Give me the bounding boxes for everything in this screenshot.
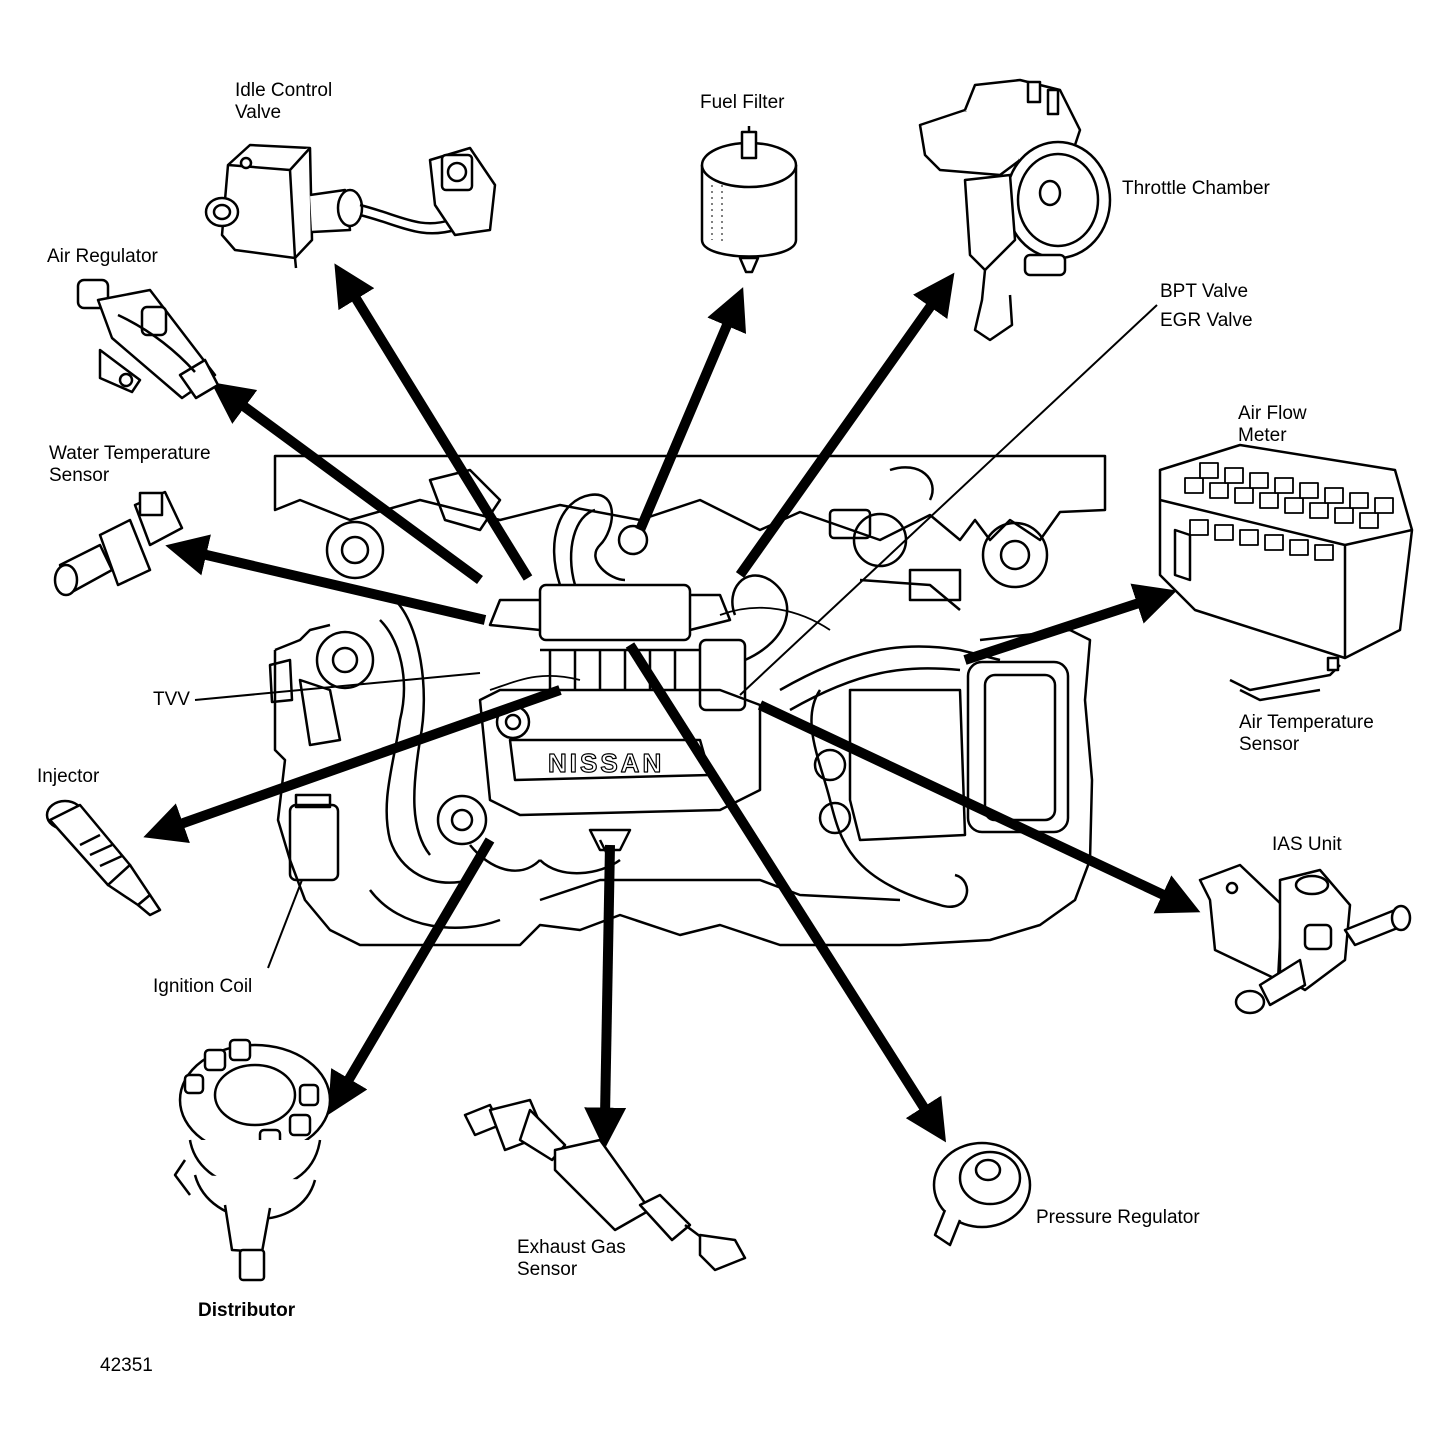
label-bpt-valve: BPT Valve: [1160, 281, 1249, 302]
arrow-to-distributor: [327, 837, 495, 1115]
label-ias-unit: IAS Unit: [1272, 834, 1342, 855]
leader-lines: [194, 304, 1158, 969]
arrow-to-air-flow-meter: [963, 583, 1177, 665]
label-air-temperature-sensor: Air Temperature Sensor: [1239, 712, 1374, 755]
label-air-flow-meter: Air Flow Meter: [1238, 403, 1307, 446]
arrow-to-throttle-chamber: [735, 272, 955, 578]
arrow-to-air-regulator: [210, 382, 483, 585]
arrow-to-exhaust-gas-sensor: [584, 844, 627, 1150]
label-egr-valve: EGR Valve: [1160, 310, 1253, 331]
water-temperature-sensor-illustration: [53, 490, 184, 597]
arrow-to-pressure-regulator: [625, 642, 947, 1143]
label-exhaust-gas-sensor: Exhaust Gas Sensor: [517, 1237, 626, 1280]
label-tvv: TVV: [153, 689, 190, 710]
label-distributor: Distributor: [198, 1300, 296, 1321]
fuel-filter-illustration: [700, 126, 798, 274]
label-ignition-coil: Ignition Coil: [153, 976, 253, 997]
label-fuel-filter: Fuel Filter: [700, 92, 785, 113]
label-throttle-chamber: Throttle Chamber: [1122, 178, 1270, 199]
idle-control-valve-illustration: [204, 143, 497, 269]
engine-brand-logo: NISSAN: [548, 748, 664, 778]
arrow-to-idle-control-valve: [334, 263, 533, 581]
air-flow-meter-illustration: [1158, 443, 1414, 702]
arrow-to-fuel-filter: [635, 287, 747, 532]
air-regulator-illustration: [76, 278, 220, 400]
engine-bay-illustration: NISSAN: [268, 454, 1107, 947]
arrow-to-injector: [143, 685, 562, 844]
exhaust-gas-sensor-illustration: [463, 1098, 747, 1272]
injector-illustration: [45, 799, 162, 917]
figure-number: 42351: [100, 1355, 153, 1376]
pressure-regulator-illustration: [932, 1141, 1032, 1247]
label-water-temperature-sensor: Water Temperature Sensor: [49, 443, 211, 486]
ias-unit-illustration: [1198, 863, 1412, 1015]
throttle-chamber-illustration: [918, 78, 1112, 342]
arrow-to-water-temperature-sensor: [165, 534, 487, 625]
label-idle-control-valve: Idle Control Valve: [235, 80, 333, 123]
arrow-to-ias-unit: [757, 700, 1201, 914]
distributor-illustration: [173, 1038, 332, 1282]
label-air-regulator: Air Regulator: [47, 246, 158, 267]
label-injector: Injector: [37, 766, 100, 787]
component-arrows: [143, 263, 1201, 1150]
label-pressure-regulator: Pressure Regulator: [1036, 1207, 1200, 1228]
